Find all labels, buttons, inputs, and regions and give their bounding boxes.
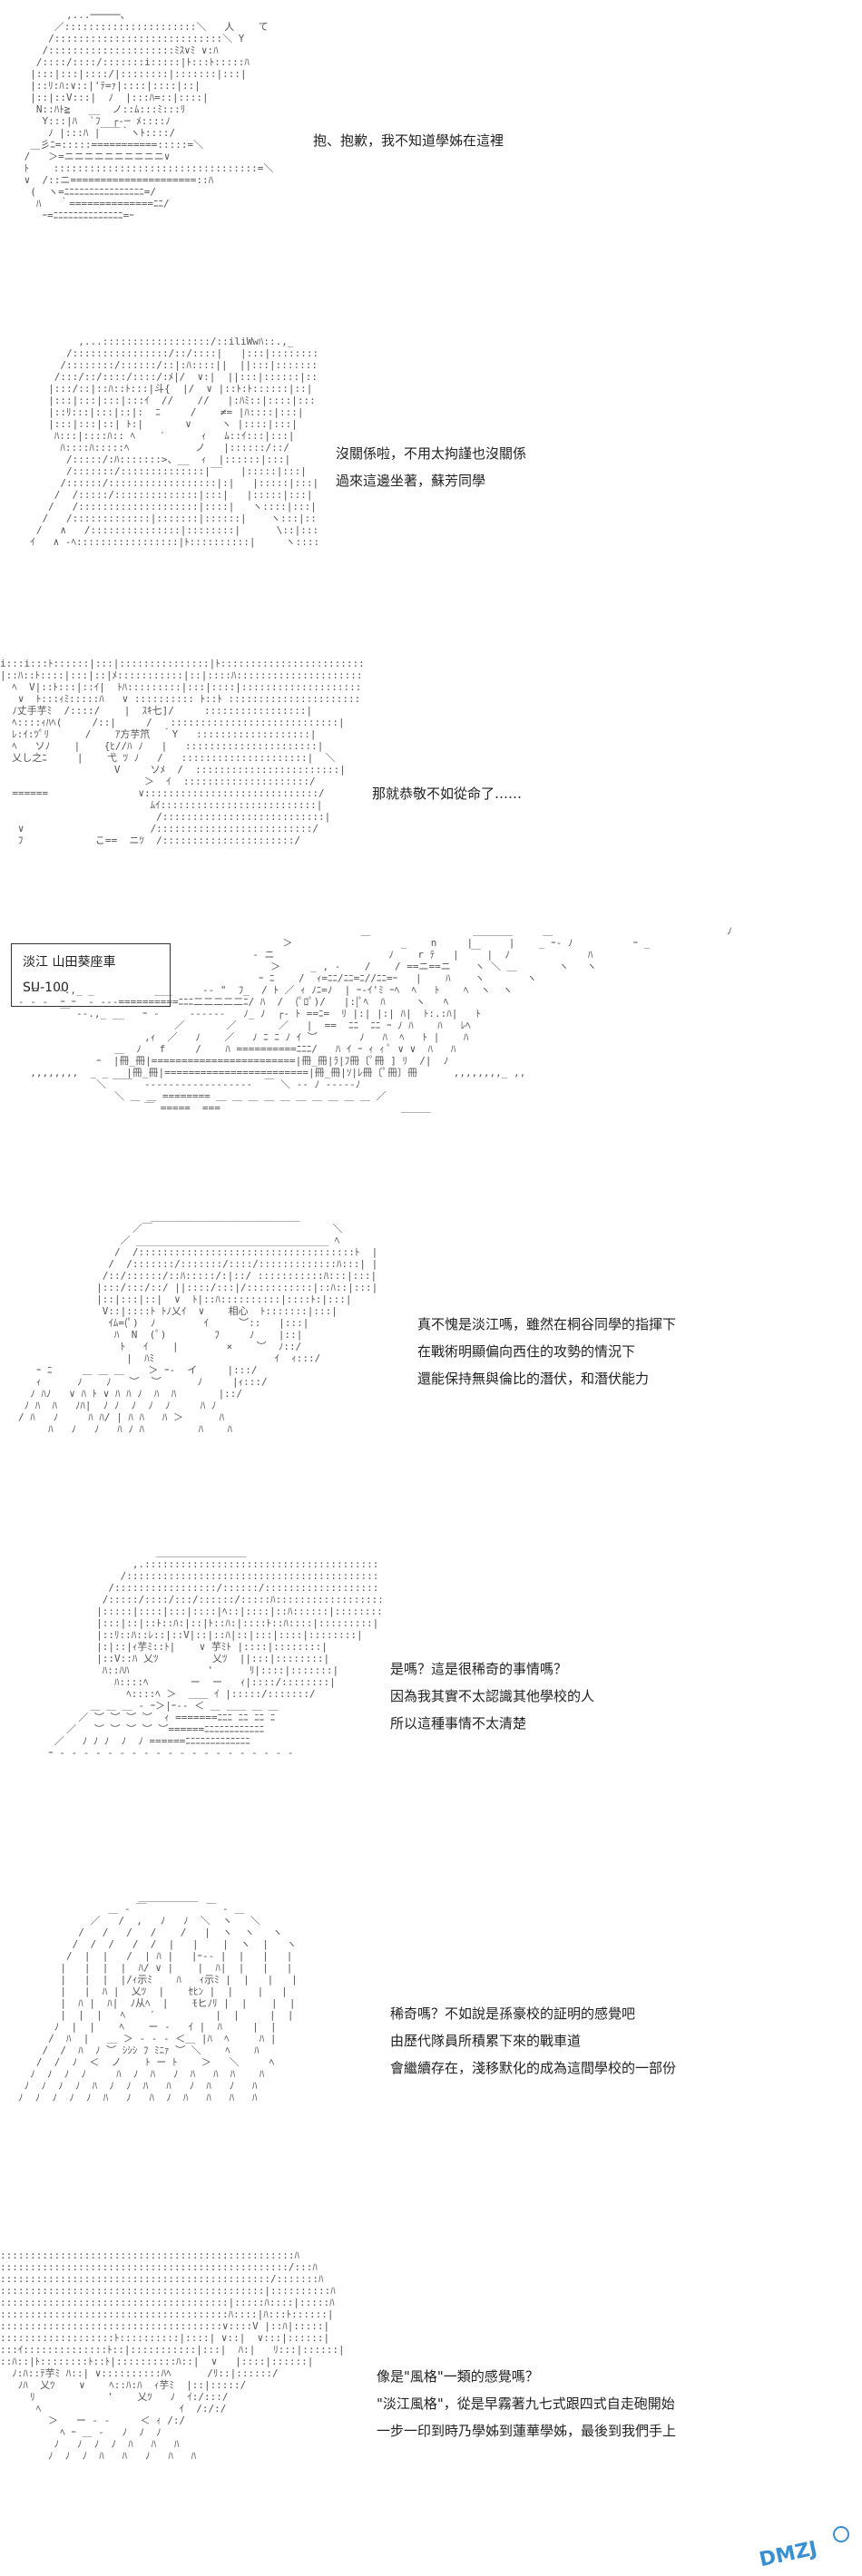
- ascii-art-girl-smiling: ＿＿＿＿＿＿＿＿＿ ,.::::::::::::::::::::::::::::…: [48, 1547, 381, 1759]
- panel-2: ,...::::::::::::::::::/::iliWwﾊ::.,_ /::…: [0, 327, 862, 644]
- watermark-logo: DMZJ: [758, 2526, 849, 2569]
- dialog-box: 沒關係啦，不用太拘謹也沒關係 過來這邊坐著，蘇芳同學: [336, 440, 526, 494]
- dialog-line: 由歷代隊員所積累下來的戰車道: [390, 2033, 582, 2049]
- dialog-line: 真不愧是淡江嗎，雖然在桐谷同學的指揮下: [417, 1316, 677, 1332]
- dialog-box: 像是"風格"一類的感覺嗎？ "淡江風格"，從是早霧著九七式跟四式自走砲開始 一步…: [377, 2363, 676, 2444]
- panel-8: ::::::::::::::::::::::::::::::::::::::::…: [0, 2231, 862, 2576]
- dialog-line: 抱、抱歉，我不知道學姊在這裡: [313, 132, 504, 149]
- dialog-box: 抱、抱歉，我不知道學姊在這裡: [313, 127, 504, 154]
- ascii-art-girl-long-hair: ＿＿＿＿＿＿ ＿ ‐ ￣ ￣ ‐ ＿ ／ / , ﾉ ﾉ ＼ ヽ ＼ / / /…: [18, 1891, 298, 2103]
- dialog-line: 像是"風格"一類的感覺嗎？: [377, 2368, 539, 2385]
- dialog-line: 過來這邊坐著，蘇芳同學: [336, 473, 486, 489]
- dialog-line: 會繼續存在，淺移默化的成為這間學校的一部份: [390, 2060, 677, 2076]
- ascii-art-senpai-sitting: ,...::::::::::::::::::/::iliWwﾊ::.,_ /::…: [30, 336, 318, 548]
- dialog-box: 是嗎？這是很稀奇的事情嗎？ 因為我其實不太認識其他學校的人 所以這種事情不太清楚: [390, 1655, 594, 1737]
- panel-5: ＿＿＿＿＿＿＿＿＿＿＿＿＿＿＿ ／￣ ＼ ／ _________________…: [0, 1197, 862, 1533]
- dialog-line: 因為我其實不太認識其他學校的人: [390, 1688, 595, 1704]
- panel-3: i:::i:::ﾄ::::::|:::|:::::::::::::::|ﾄ:::…: [0, 644, 862, 907]
- dialog-line: 還能保持無與倫比的潛伏，和潛伏能力: [417, 1371, 650, 1387]
- panel-6: ＿＿＿＿＿＿＿＿＿ ,.::::::::::::::::::::::::::::…: [0, 1533, 862, 1878]
- watermark-text: DMZJ: [758, 2537, 819, 2569]
- dialog-line: 稀奇嗎？不如說是孫豪校的証明的感覺吧: [390, 2005, 636, 2022]
- watermark-circle-icon: [833, 2526, 849, 2542]
- dialog-box: 真不愧是淡江嗎，雖然在桐谷同學的指揮下 在戰術明顯偏向西住的攻勢的情況下 還能保…: [417, 1311, 676, 1392]
- dialog-line: "淡江風格"，從是早霧著九七式跟四式自走砲開始: [377, 2395, 675, 2412]
- dialog-line: 沒關係啦，不用太拘謹也沒關係: [336, 445, 527, 462]
- tank-model: SU-100: [23, 981, 69, 995]
- dialog-line: 是嗎？這是很稀奇的事情嗎？: [390, 1661, 568, 1677]
- ascii-art-girl-dotted-hair: ::::::::::::::::::::::::::::::::::::::::…: [0, 2249, 345, 2462]
- ascii-art-two-girls-closeup: i:::i:::ﾄ::::::|:::|:::::::::::::::|ﾄ:::…: [0, 658, 363, 846]
- panel-7: ＿＿＿＿＿＿ ＿ ‐ ￣ ￣ ‐ ＿ ／ / , ﾉ ﾉ ＼ ヽ ＼ / / /…: [0, 1878, 862, 2231]
- ascii-art-girl-bangs: ＿＿＿＿＿＿＿＿＿＿＿＿＿＿＿ ／￣ ＼ ／ _________________…: [18, 1211, 378, 1435]
- dialog-box: 稀奇嗎？不如說是孫豪校的証明的感覺吧 由歷代隊員所積累下來的戰車道 會繼續存在，…: [390, 2000, 676, 2082]
- dialog-line: 所以這種事情不太清楚: [390, 1715, 527, 1732]
- panel-1: ,...─────、 ／::::::::::::::::::::::＼ 人 て …: [0, 0, 862, 327]
- panel-4: 淡江 山田葵座車 SU-100 ＿ ＿＿＿＿ ＿ ﾉ ＞: [0, 907, 862, 1197]
- tank-label-box: 淡江 山田葵座車 SU-100: [11, 943, 171, 1007]
- tank-name: 淡江 山田葵座車: [23, 955, 116, 970]
- dialog-line: 那就恭敬不如從命了……: [372, 785, 523, 802]
- dialog-box: 那就恭敬不如從命了……: [372, 780, 522, 807]
- dialog-line: 一步一印到時乃學姊到蓮華學姊，最後到我們手上: [377, 2423, 677, 2439]
- ascii-art-tank: ＿ ＿＿＿＿ ＿ ﾉ ＞ _ n | | _ ｰ- ﾉ ｰ _: [18, 925, 732, 1114]
- ascii-art-girl-apologizing: ,...─────、 ／::::::::::::::::::::::＼ 人 て …: [24, 9, 274, 221]
- dialog-line: 在戰術明顯偏向西住的攻勢的情況下: [417, 1343, 636, 1360]
